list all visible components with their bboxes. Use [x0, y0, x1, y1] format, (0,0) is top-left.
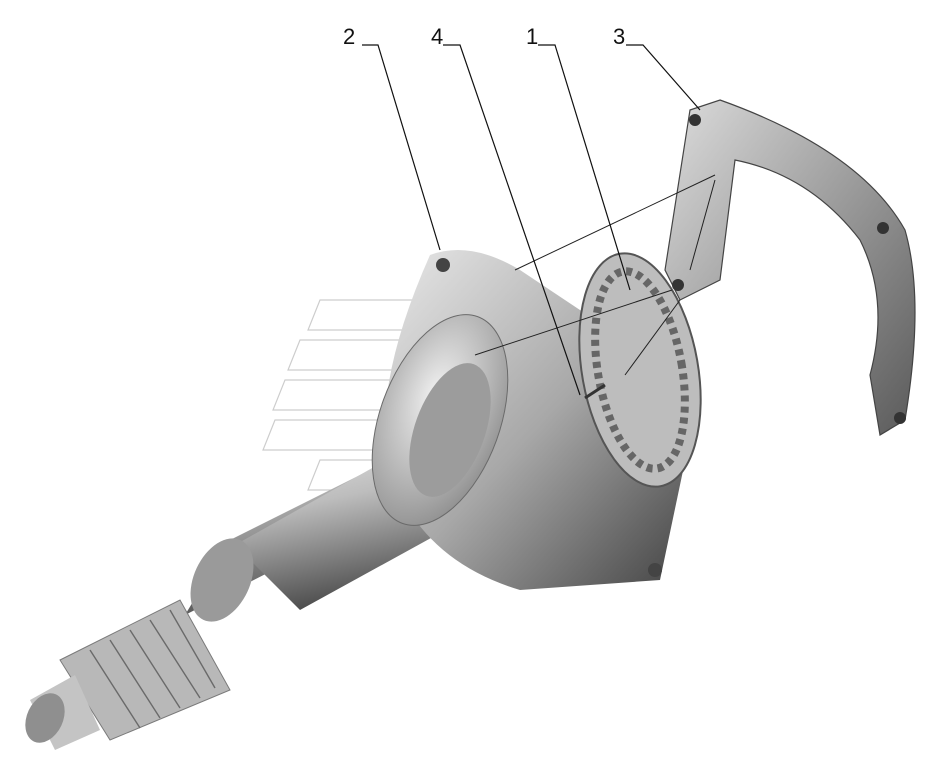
- locating-pin: [584, 383, 606, 400]
- callout-number-3: 3: [613, 24, 625, 49]
- bearing-housing: [371, 250, 700, 590]
- leader-line-4: [443, 44, 581, 396]
- callout-number-4: 4: [431, 24, 443, 49]
- leader-line-3: [626, 44, 701, 111]
- leader-line-1: [538, 44, 631, 291]
- shaft-splines: [89, 609, 216, 729]
- callout-number-2: 2: [343, 24, 355, 49]
- leader-line-2: [362, 44, 441, 251]
- assembly-lines: [474, 174, 716, 376]
- retaining-bracket: [664, 99, 916, 436]
- callout-number-1: 1: [526, 24, 538, 49]
- leader-lines: [362, 44, 701, 396]
